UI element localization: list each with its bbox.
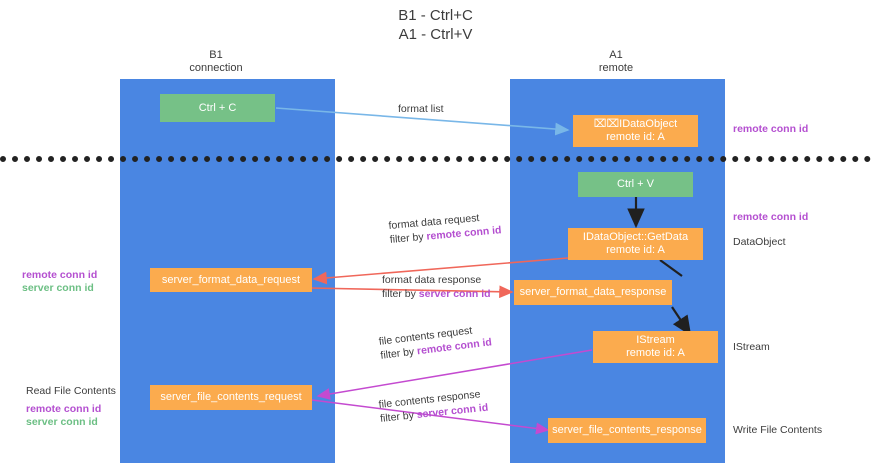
node-server-format-data-response[interactable]: server_format_data_response	[514, 280, 672, 305]
node-server-format-data-response-label: server_format_data_response	[519, 286, 667, 298]
page-title: B1 - Ctrl+C A1 - Ctrl+V	[0, 6, 871, 44]
filter-prefix: filter by	[379, 345, 418, 362]
annotation-left-remote-conn-id-mid: remote conn id	[22, 269, 98, 281]
node-istream-line-1: IStream	[636, 334, 675, 346]
edge-label-file-contents-request: file contents request filter by remote c…	[378, 321, 493, 362]
page-title-line-1: B1 - Ctrl+C	[398, 7, 473, 24]
node-istream[interactable]: IStream remote id: A	[593, 331, 718, 363]
node-server-format-data-request-label: server_format_data_request	[161, 273, 301, 286]
node-idataobject-getdata[interactable]: IDataObject::GetData remote id: A	[568, 228, 703, 260]
filter-prefix: filter by	[389, 230, 427, 246]
node-ctrl-v-label: Ctrl + V	[617, 178, 654, 190]
filter-prefix: filter by	[379, 409, 418, 425]
annotation-right-write-file-contents: Write File Contents	[733, 424, 823, 436]
node-server-format-data-request[interactable]: server_format_data_request	[150, 268, 312, 292]
node-ctrl-c[interactable]: Ctrl + C	[160, 94, 275, 122]
page-title-line-2: A1 - Ctrl+V	[398, 26, 473, 43]
column-header-right: A1 remote	[536, 49, 696, 75]
edge-label-format-list: format list	[398, 102, 444, 116]
column-header-left-role: connection	[189, 62, 243, 74]
node-getdata-line-1: IDataObject::GetData	[582, 231, 689, 243]
node-ctrl-v[interactable]: Ctrl + V	[578, 172, 693, 197]
annotation-right-remote-conn-id-top: remote conn id	[733, 123, 809, 135]
node-istream-line-2: remote id: A	[626, 347, 685, 359]
node-idataobject-line-2: remote id: A	[606, 131, 665, 143]
filter-prefix: filter by	[382, 288, 419, 300]
filter-key: server conn id	[418, 288, 491, 300]
node-getdata-line-2: remote id: A	[606, 244, 665, 256]
node-server-file-contents-response[interactable]: server_file_contents_response	[548, 418, 706, 443]
edge-label-format-data-response-text: format data response	[382, 274, 482, 286]
edge-label-format-list-text: format list	[398, 103, 444, 115]
node-server-file-contents-request-label: server_file_contents_request	[160, 391, 302, 403]
column-header-left: B1 connection	[136, 49, 296, 75]
annotation-right-istream: IStream	[733, 341, 770, 353]
annotation-left-remote-conn-id-bottom: remote conn id	[26, 403, 102, 415]
annotation-right-dataobject: DataObject	[733, 236, 786, 248]
node-server-file-contents-request[interactable]: server_file_contents_request	[150, 385, 312, 410]
edge-label-format-data-request: format data request filter by remote con…	[388, 209, 502, 247]
annotation-left-server-conn-id-bottom: server conn id	[26, 416, 98, 428]
phase-divider	[0, 156, 871, 162]
column-header-right-role: remote	[598, 62, 634, 74]
column-header-left-name: B1	[209, 49, 223, 61]
node-idataobject[interactable]: ⌧⌧IDataObject remote id: A	[573, 115, 698, 147]
annotation-right-remote-conn-id-mid: remote conn id	[733, 211, 809, 223]
column-header-right-name: A1	[609, 49, 623, 61]
edge-label-format-data-response-filter: filter by server conn id	[382, 287, 491, 301]
node-server-file-contents-response-label: server_file_contents_response	[552, 424, 702, 436]
edge-label-file-contents-response: file contents response filter by server …	[378, 387, 489, 426]
annotation-left-read-file-contents: Read File Contents	[26, 385, 116, 397]
node-idataobject-line-1: ⌧⌧IDataObject	[593, 118, 678, 130]
node-ctrl-c-label: Ctrl + C	[198, 101, 237, 114]
annotation-left-server-conn-id-mid: server conn id	[22, 282, 94, 294]
edge-label-format-data-response: format data response filter by server co…	[382, 273, 491, 301]
